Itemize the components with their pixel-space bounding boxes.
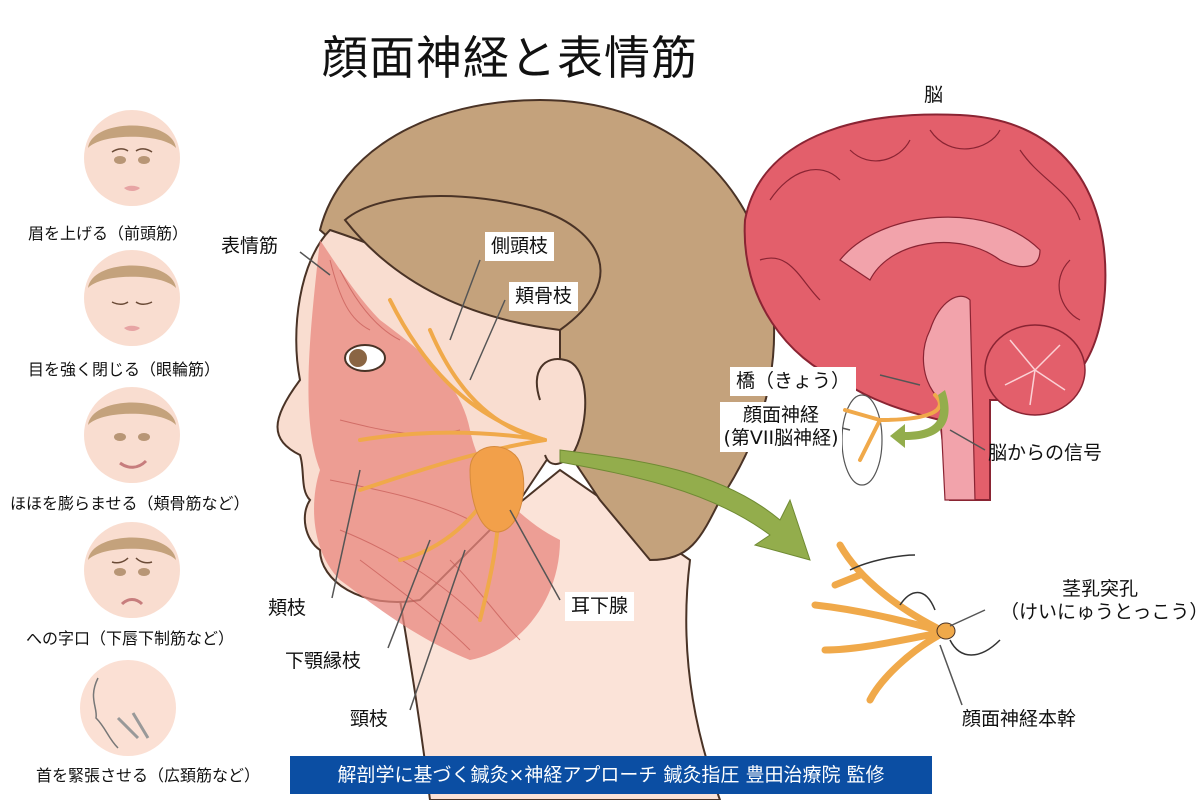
label-facial-nerve: 顔面神経 (第VII脳神経)	[720, 402, 842, 452]
face-thumbnail-cheek-puff	[82, 385, 182, 485]
face-neutral-icon	[84, 110, 180, 206]
expression-label-4: への字口（下唇下制筋など）	[26, 629, 235, 648]
face-thumbnail-neck-tension	[78, 658, 178, 758]
label-pons: 橋（きょう）	[730, 367, 857, 396]
neck-tension-icon	[80, 660, 176, 756]
head-illustration	[276, 98, 776, 800]
face-thumbnail-raise-eyebrows	[82, 108, 182, 208]
page-title: 顔面神経と表情筋	[322, 31, 698, 85]
face-eyes-closed-icon	[84, 250, 180, 346]
label-facial-nerve-sub: (第VII脳神経)	[723, 426, 839, 449]
signal-arrow	[559, 449, 811, 561]
expression-label-5: 首を緊張させる（広頚筋など）	[36, 766, 261, 785]
label-stylomastoid-foramen-main: 茎乳突孔	[1061, 578, 1138, 600]
face-frown-icon	[84, 522, 180, 618]
label-expression-muscles: 表情筋	[221, 235, 279, 257]
facial-nerve-trunk-illustration	[811, 541, 1001, 706]
label-buccal-branch: 頬枝	[268, 597, 307, 619]
label-cervical-branch: 頸枝	[350, 708, 389, 730]
label-signal-from-brain: 脳からの信号	[988, 442, 1103, 464]
face-thumbnail-frown	[82, 520, 182, 620]
label-stylomastoid-foramen: 茎乳突孔 （けいにゅうとっこう）	[1000, 578, 1200, 624]
label-parotid-gland: 耳下腺	[565, 592, 635, 621]
face-cheek-puff-icon	[84, 387, 180, 483]
face-thumbnail-close-eyes	[82, 248, 182, 348]
label-stylomastoid-foramen-reading: （けいにゅうとっこう）	[1000, 600, 1200, 623]
label-facial-nerve-trunk: 顔面神経本幹	[962, 708, 1077, 730]
expression-label-3: ほほを膨らませる（頬骨筋など）	[10, 494, 250, 513]
label-temporal-branch: 側頭枝	[485, 232, 555, 261]
expression-label-1: 眉を上げる（前頭筋）	[28, 224, 189, 243]
label-marginal-mandibular-branch: 下顎縁枝	[285, 650, 362, 672]
label-zygomatic-branch: 頬骨枝	[509, 282, 579, 311]
expression-label-2: 目を強く閉じる（眼輪筋）	[28, 360, 221, 379]
label-facial-nerve-main: 顔面神経	[742, 404, 819, 426]
supervision-banner: 解剖学に基づく鍼灸×神経アプローチ 鍼灸指圧 豊田治療院 監修	[290, 756, 932, 794]
label-brain: 脳	[924, 84, 944, 106]
